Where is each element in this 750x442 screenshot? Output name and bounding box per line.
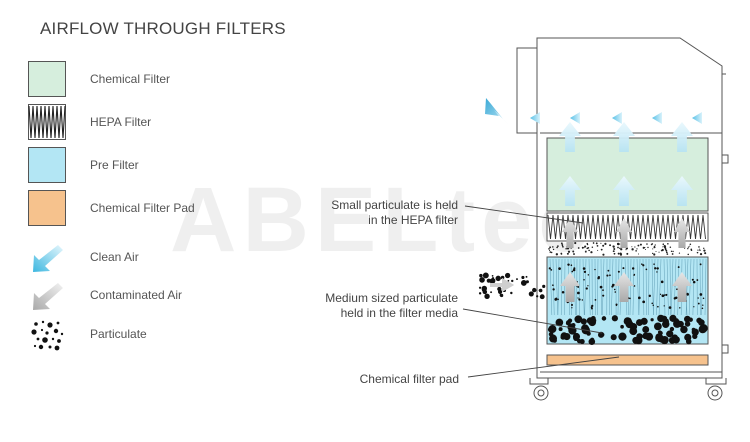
caster-right bbox=[705, 378, 727, 401]
pre-filter-swatch bbox=[28, 147, 66, 183]
legend-chemical-filter-pad: Chemical Filter Pad bbox=[28, 190, 288, 228]
clean-air-exit-arrow bbox=[485, 98, 508, 124]
legend-pre-filter: Pre Filter bbox=[28, 147, 288, 185]
callout-small-particulate: Small particulate is held in the HEPA fi… bbox=[331, 198, 458, 228]
callout-small-particulate-line2: in the HEPA filter bbox=[368, 213, 458, 227]
chemical-filter-pad-block bbox=[546, 354, 709, 366]
legend-label-particulate: Particulate bbox=[90, 327, 147, 341]
callout-medium-particulate: Medium sized particulate held in the fil… bbox=[325, 291, 458, 321]
clean-air-top-arrows bbox=[530, 112, 702, 124]
callout-small-particulate-line1: Small particulate is held bbox=[331, 198, 458, 212]
chemical-filter-swatch bbox=[28, 61, 66, 97]
callout-chemical-pad: Chemical filter pad bbox=[359, 372, 459, 386]
legend-label-hepa-filter: HEPA Filter bbox=[90, 115, 152, 129]
legend-label-contaminated-air: Contaminated Air bbox=[90, 288, 183, 302]
clean-air-arrow-icon bbox=[33, 245, 63, 272]
hepa-filter-swatch bbox=[28, 104, 66, 140]
contaminated-air-in-arrows bbox=[490, 278, 514, 292]
legend-label-clean-air: Clean Air bbox=[90, 250, 139, 264]
particulate-icon bbox=[31, 320, 64, 351]
callout-medium-particulate-line1: Medium sized particulate bbox=[325, 291, 458, 305]
legend-contaminated-air: Contaminated Air bbox=[28, 279, 288, 317]
legend-label-pre-filter: Pre Filter bbox=[90, 158, 139, 172]
chemical-filter-pad-swatch bbox=[28, 190, 66, 226]
legend-label-chemical-filter-pad: Chemical Filter Pad bbox=[90, 201, 195, 215]
callout-lines bbox=[462, 205, 620, 378]
clean-air-up-arrows bbox=[559, 122, 693, 206]
legend-particulate: Particulate bbox=[28, 318, 288, 356]
callout-medium-particulate-line2: held in the filter media bbox=[340, 306, 458, 320]
contaminated-air-arrow-icon bbox=[33, 283, 63, 310]
contaminated-air-up-arrows bbox=[560, 218, 692, 302]
medium-particulate-dots bbox=[547, 263, 708, 345]
watermark-logo: ABELtec bbox=[170, 169, 596, 271]
page-title: AIRFLOW THROUGH FILTERS bbox=[40, 19, 286, 38]
legend-clean-air: Clean Air bbox=[28, 241, 288, 279]
legend-hepa-filter: HEPA Filter bbox=[28, 104, 288, 142]
legend-chemical-filter: Chemical Filter bbox=[28, 61, 288, 99]
legend-label-chemical-filter: Chemical Filter bbox=[90, 72, 171, 86]
caster-left bbox=[529, 378, 549, 401]
